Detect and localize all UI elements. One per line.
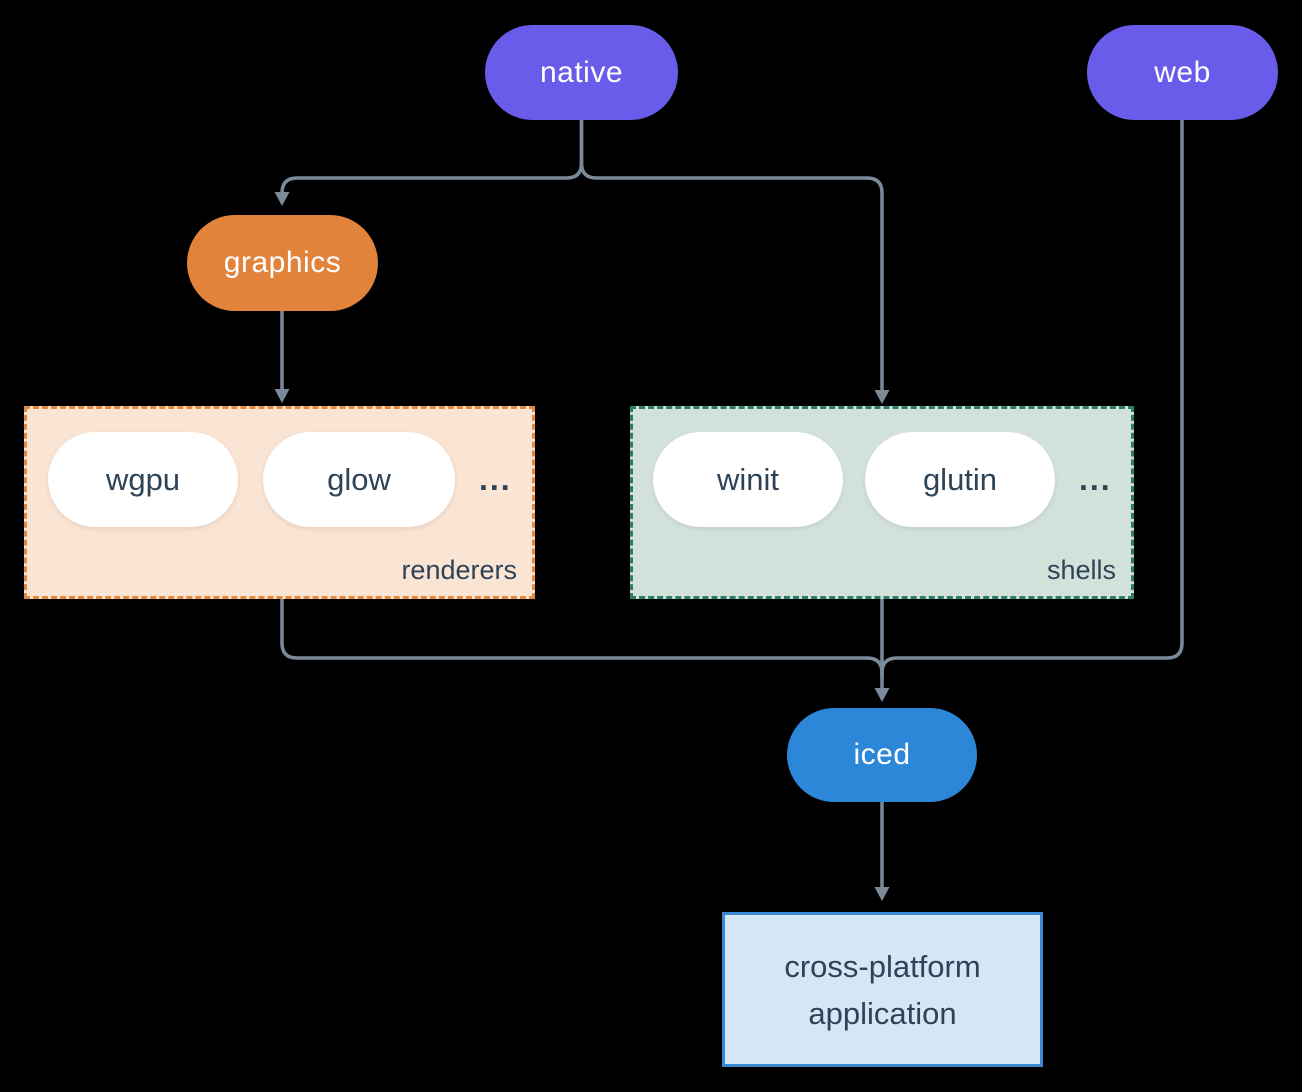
pill-winit: winit bbox=[653, 432, 843, 527]
node-native-label: native bbox=[539, 55, 624, 89]
edge-native-graphics bbox=[280, 120, 584, 195]
pill-wgpu-label: wgpu bbox=[105, 461, 181, 497]
shells-ellipsis: ... bbox=[1079, 461, 1112, 497]
group-renderers: wgpu glow ... renderers bbox=[24, 406, 535, 599]
node-native: native bbox=[485, 25, 678, 120]
node-web: web bbox=[1087, 25, 1278, 120]
arrowhead-into-graphics bbox=[274, 192, 290, 206]
pill-glow: glow bbox=[263, 432, 455, 527]
app-label-line2: application bbox=[808, 995, 957, 1031]
pill-glow-label: glow bbox=[327, 461, 391, 497]
node-iced: iced bbox=[787, 708, 977, 802]
edge-native-shells bbox=[579, 120, 884, 393]
arrowhead-into-renderers bbox=[274, 389, 290, 403]
pill-wgpu: wgpu bbox=[48, 432, 238, 527]
cross-platform-application-box: cross-platform application bbox=[722, 912, 1043, 1067]
app-label-line1: cross-platform bbox=[784, 948, 981, 984]
node-graphics: graphics bbox=[187, 215, 378, 311]
arrowhead-into-shells bbox=[874, 390, 890, 404]
node-graphics-label: graphics bbox=[223, 246, 342, 279]
shells-group-label: shells bbox=[1046, 555, 1116, 585]
renderers-ellipsis: ... bbox=[479, 461, 512, 497]
renderers-group-label: renderers bbox=[401, 555, 517, 585]
node-iced-label: iced bbox=[853, 738, 911, 771]
node-web-label: web bbox=[1154, 55, 1211, 89]
arrowhead-into-app bbox=[874, 887, 890, 901]
group-shells: winit glutin ... shells bbox=[630, 406, 1134, 599]
pill-glutin: glutin bbox=[865, 432, 1055, 527]
arrowhead-into-iced bbox=[874, 688, 890, 702]
edge-renderers-iced bbox=[280, 599, 884, 678]
pill-glutin-label: glutin bbox=[922, 461, 998, 497]
pill-winit-label: winit bbox=[716, 461, 779, 497]
